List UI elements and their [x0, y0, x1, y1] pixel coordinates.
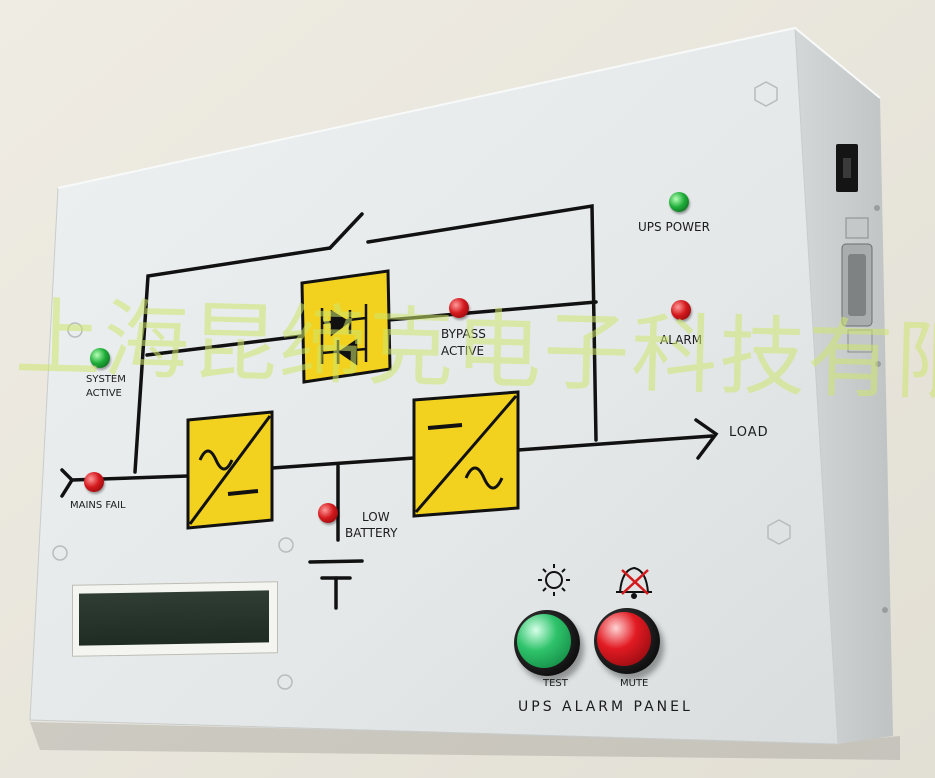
bell-muted-icon	[616, 566, 652, 599]
load-label: LOAD	[729, 425, 769, 440]
mute-label: MUTE	[620, 678, 649, 689]
system-active-led	[90, 348, 110, 368]
low-battery-led	[318, 503, 338, 523]
mute-button-cap	[597, 612, 651, 666]
lcd-screen	[79, 590, 269, 646]
single-line-diagram	[60, 203, 719, 610]
system-label: SYSTEM	[86, 374, 126, 385]
rectifier-icon	[186, 410, 274, 530]
low-label: LOW	[362, 510, 390, 524]
system-active-label: ACTIVE	[86, 388, 122, 399]
bypass-active-label: ACTIVE	[441, 344, 485, 358]
screw-icons	[52, 81, 791, 690]
inverter-icon	[412, 390, 520, 518]
alarm-led	[671, 300, 691, 320]
lcd-display	[72, 581, 278, 657]
mute-button[interactable]	[594, 608, 660, 674]
sun-icon	[538, 564, 570, 596]
test-button-cap	[517, 614, 571, 668]
battery-label: BATTERY	[345, 526, 398, 540]
bypass-active-led	[449, 298, 469, 318]
alarm-label: ALARM	[660, 333, 703, 347]
ups-power-label: UPS POWER	[638, 220, 710, 234]
side-connectors	[836, 144, 888, 613]
ups-power-led	[669, 192, 689, 212]
panel-title: UPS ALARM PANEL	[518, 699, 693, 715]
test-button[interactable]	[514, 610, 580, 676]
arrow-right-icon	[694, 418, 719, 460]
thyristor-switch-icon	[300, 269, 392, 384]
mains-fail-label: MAINS FAIL	[70, 500, 126, 511]
test-label: TEST	[543, 678, 568, 689]
mains-fail-led	[84, 472, 104, 492]
bypass-label: BYPASS	[441, 327, 486, 341]
enclosure-side	[795, 28, 893, 744]
